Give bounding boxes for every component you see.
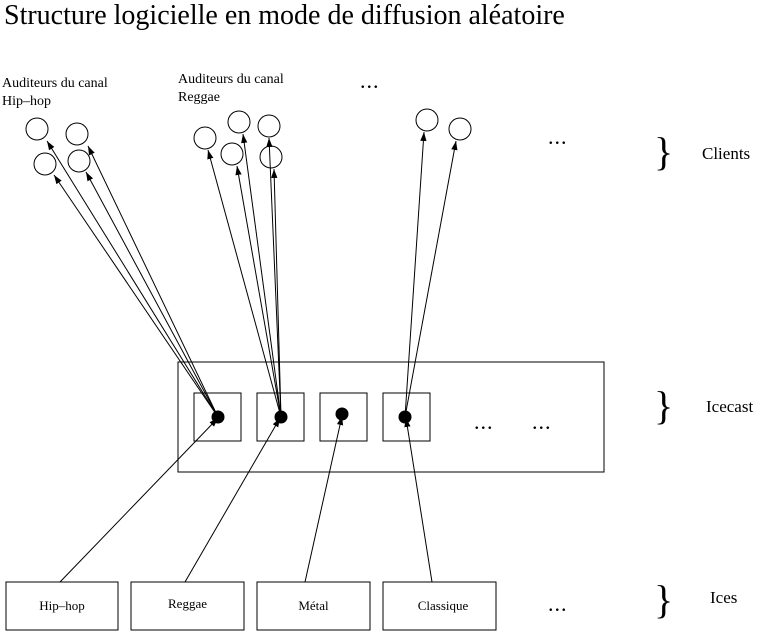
client-classique-2 (448, 117, 472, 141)
group-label-reggae: Auditeurs du canal Reggae (178, 71, 284, 107)
client-classique-1 (415, 108, 439, 132)
ices-label-hiphop: Hip–hop (39, 598, 85, 613)
diagram-title: Structure logicielle en mode de diffusio… (4, 0, 565, 31)
client-arrow-hiphop-3 (53, 174, 219, 418)
ices-arrow-metal (304, 415, 344, 583)
group-label-hiphop-line2: Hip–hop (2, 94, 51, 109)
client-arrow-reggae-1 (207, 149, 282, 418)
client-arrow-hiphop-1 (46, 140, 219, 418)
client-hiphop-1 (25, 117, 49, 141)
layer-label-ices: Ices (710, 588, 738, 607)
client-hiphop-3 (33, 152, 57, 176)
group-label-reggae-line1: Auditeurs du canal (178, 72, 284, 87)
group-label-hiphop: Auditeurs du canal Hip–hop (2, 75, 108, 111)
icecast-server-box (177, 361, 605, 473)
client-hiphop-2 (65, 122, 89, 146)
group-label-hiphop-line1: Auditeurs du canal (2, 76, 108, 91)
brace-ices: } (654, 577, 674, 622)
ices-box-metal (256, 581, 371, 631)
client-arrow-reggae-5 (271, 168, 282, 418)
client-arrow-hiphop-4 (85, 171, 219, 418)
ices-arrow-hiphop (59, 417, 219, 583)
ellipsis-icecast-1: ... (474, 409, 494, 434)
client-reggae-5 (259, 145, 283, 169)
ices-label-metal: Métal (298, 598, 329, 613)
layer-label-icecast: Icecast (706, 397, 754, 416)
ices-arrow-reggae (184, 417, 281, 583)
group-label-reggae-line2: Reggae (178, 90, 220, 105)
ices-box-reggae (130, 581, 245, 631)
ices-label-reggae: Reggae (168, 596, 207, 611)
client-arrow-reggae-2 (235, 165, 282, 418)
ices-arrow-classique (404, 417, 433, 583)
mount-box-metal (319, 392, 368, 442)
ices-label-classique: Classique (417, 598, 469, 613)
ellipsis-groups: ... (360, 68, 380, 93)
client-hiphop-4 (67, 149, 91, 173)
mount-box-hiphop (193, 392, 242, 442)
client-arrow-classique-1 (404, 131, 427, 418)
layer-label-clients: Clients (702, 144, 751, 163)
ellipsis-ices: ... (548, 591, 568, 616)
ellipsis-clients: ... (548, 124, 568, 149)
brace-clients: } (654, 129, 674, 174)
ellipsis-icecast-2: ... (532, 409, 552, 434)
client-reggae-3 (257, 114, 281, 138)
brace-icecast: } (654, 383, 674, 428)
mount-dot-metal (335, 407, 349, 421)
client-arrow-hiphop-2 (87, 145, 219, 418)
client-reggae-4 (220, 142, 244, 166)
ices-box-hiphop (5, 581, 119, 631)
client-arrow-reggae-3 (241, 133, 282, 418)
client-arrow-reggae-4 (266, 137, 282, 418)
ices-box-classique (382, 581, 497, 631)
client-reggae-2 (227, 110, 251, 134)
client-reggae-1 (193, 126, 217, 150)
client-arrow-classique-2 (404, 140, 458, 418)
